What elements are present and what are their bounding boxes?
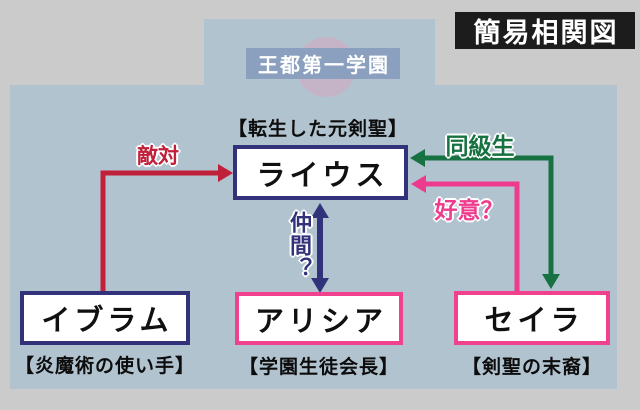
caption-ibram: 【炎魔術の使い手】	[14, 356, 196, 377]
character-box-seira: セイラ	[454, 291, 610, 345]
character-box-ibram: イブラム	[20, 291, 190, 345]
relation-label-hostility: 敵対	[137, 144, 179, 168]
caption-seira: 【剣聖の末裔】	[461, 357, 603, 378]
page-title: 簡易相関図	[455, 12, 635, 49]
caption-laius: 【転生した元剣聖】	[227, 119, 409, 140]
character-box-laius: ライウス	[233, 145, 408, 200]
relation-label-comrades: 仲間？	[287, 211, 312, 280]
relation-label-classmates: 同級生	[445, 134, 515, 159]
caption-alicia: 【学園生徒会長】	[238, 357, 400, 378]
relation-label-affection: 好意？	[434, 198, 504, 223]
school-badge: 王都第一学園	[246, 48, 400, 79]
character-box-alicia: アリシア	[235, 292, 403, 345]
